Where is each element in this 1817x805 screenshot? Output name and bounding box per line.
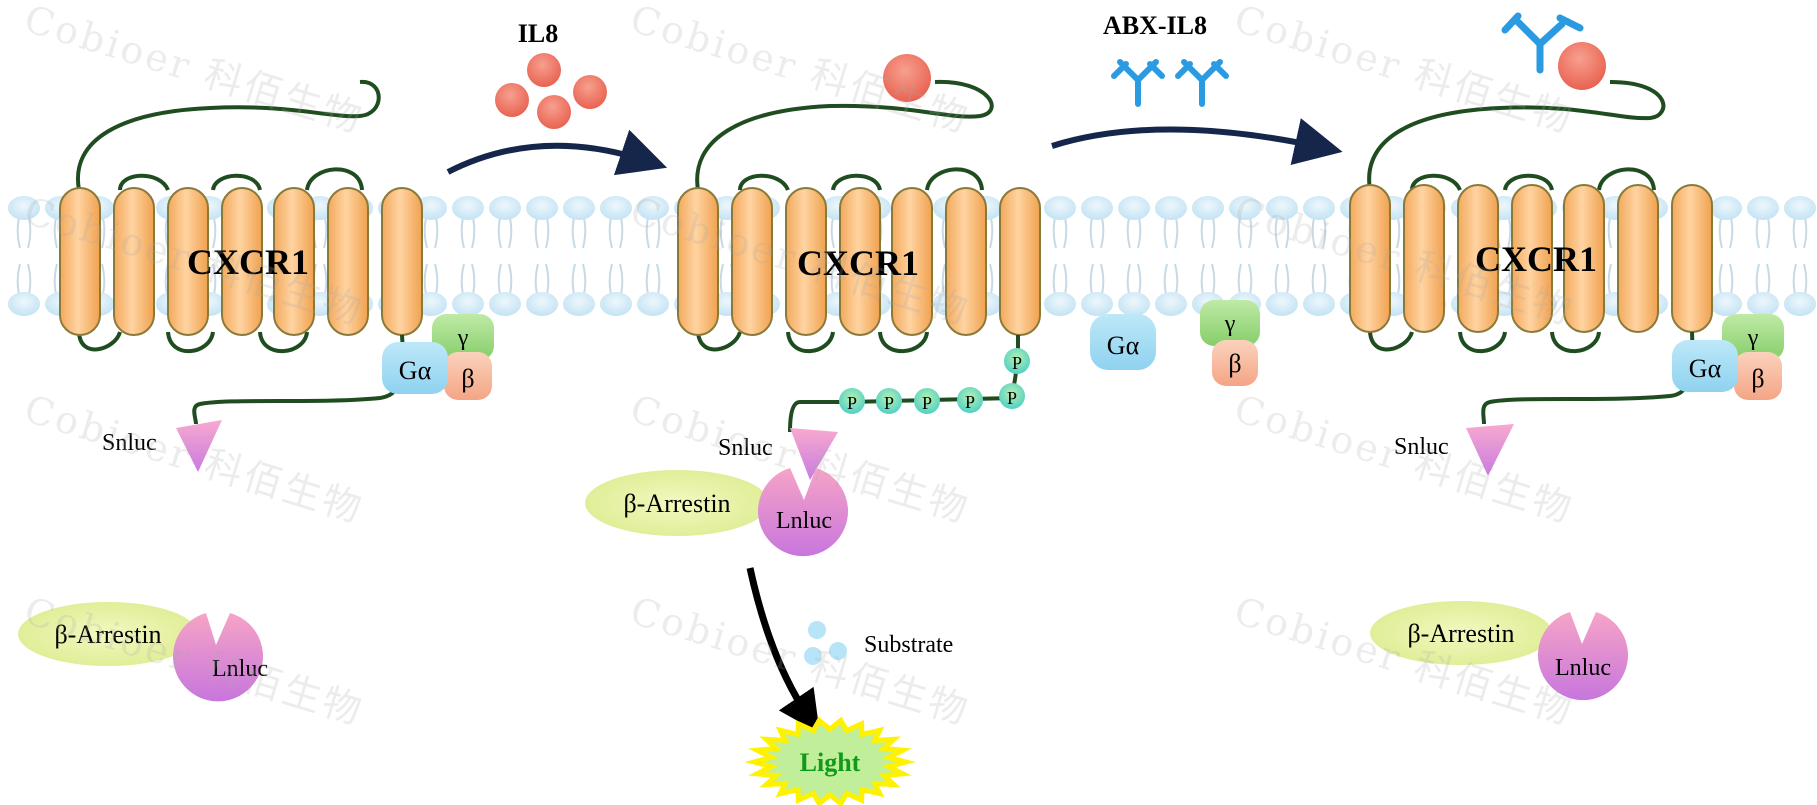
receptor-label: CXCR1 bbox=[1475, 239, 1597, 279]
substrate-label: Substrate bbox=[864, 632, 953, 658]
receptor-label: CXCR1 bbox=[797, 243, 919, 283]
antibody-label: ABX-IL8 bbox=[1103, 11, 1207, 40]
g-alpha bbox=[1672, 340, 1738, 392]
svg-text:γ: γ bbox=[457, 325, 469, 351]
receptor-label: CXCR1 bbox=[187, 242, 309, 282]
lnluc-free bbox=[173, 613, 263, 702]
g-protein-bound: γ β Gα bbox=[382, 314, 494, 400]
snluc-label: Snluc bbox=[718, 435, 773, 461]
svg-text:Lnluc: Lnluc bbox=[776, 508, 832, 534]
svg-text:P: P bbox=[965, 392, 975, 412]
receptor-loops bbox=[1367, 80, 1666, 354]
il8-neutralized bbox=[1558, 42, 1606, 90]
arrestin-free bbox=[1370, 601, 1552, 665]
arrow-il8 bbox=[446, 129, 668, 176]
il8-ligand bbox=[537, 95, 571, 129]
svg-text:P: P bbox=[922, 393, 932, 413]
svg-text:Gα: Gα bbox=[1107, 331, 1140, 360]
svg-text:Gα: Gα bbox=[399, 356, 432, 385]
watermark: Cobioer 科佰生物 bbox=[1229, 387, 1579, 532]
snluc-shape bbox=[790, 428, 838, 480]
receptor-loops bbox=[75, 79, 381, 354]
svg-text:β: β bbox=[1751, 364, 1764, 393]
svg-text:γ: γ bbox=[1747, 325, 1759, 351]
svg-text:Gα: Gα bbox=[1689, 354, 1722, 383]
snluc-label: Snluc bbox=[102, 430, 157, 456]
arrow-luminescence bbox=[746, 567, 820, 734]
light-label: Light bbox=[800, 748, 861, 777]
antibody-addition: ABX-IL8 bbox=[1051, 11, 1343, 166]
svg-text:P: P bbox=[1007, 388, 1017, 408]
il8-ligand bbox=[527, 53, 561, 87]
substrate: Substrate bbox=[804, 621, 953, 665]
snluc-shape bbox=[1466, 424, 1514, 476]
lnluc-recruited bbox=[758, 468, 848, 557]
antibody-bound-icon bbox=[1501, 12, 1584, 74]
watermark: Cobioer 科佰生物 bbox=[1229, 0, 1579, 142]
il8-ligand bbox=[573, 75, 607, 109]
watermark: Cobioer 科佰生物 bbox=[625, 589, 975, 734]
g-alpha bbox=[382, 342, 448, 394]
panel-activated-receptor: CXCR1 P P P P P P Snluc β-Arrestin Lnluc… bbox=[585, 54, 1041, 805]
g-gamma bbox=[1722, 314, 1784, 360]
g-beta bbox=[1212, 340, 1258, 386]
g-beta bbox=[444, 352, 492, 400]
svg-text:β-Arrestin: β-Arrestin bbox=[1407, 619, 1514, 648]
svg-text:γ: γ bbox=[1224, 311, 1236, 337]
receptor-helices bbox=[1349, 184, 1713, 333]
receptor-helices bbox=[677, 187, 1041, 336]
g-beta bbox=[1734, 352, 1782, 400]
panel-blocked-receptor: CXCR1 γ β Gα Snluc β-Arrestin Lnluc bbox=[1349, 12, 1784, 701]
g-gamma bbox=[432, 314, 494, 360]
g-gamma bbox=[1200, 300, 1260, 346]
phosphorylation-sites: P P P P P P bbox=[839, 348, 1030, 414]
lnluc-free bbox=[1538, 612, 1629, 701]
panel-resting-receptor: CXCR1 γ β Gα Snluc β-Arrestin Lnluc bbox=[18, 79, 494, 702]
svg-text:β: β bbox=[1228, 349, 1241, 378]
il8-addition: IL8 bbox=[446, 19, 668, 176]
watermark: Cobioer 科佰生物 bbox=[19, 0, 369, 142]
snluc-label: Snluc bbox=[1394, 434, 1449, 460]
arrestin-free bbox=[18, 602, 198, 666]
svg-text:Lnluc: Lnluc bbox=[1555, 655, 1611, 681]
receptor-loops bbox=[695, 79, 994, 354]
g-alpha bbox=[1090, 314, 1156, 370]
receptor-helices bbox=[59, 187, 423, 336]
svg-text:P: P bbox=[847, 393, 857, 413]
il8-label: IL8 bbox=[518, 19, 558, 48]
svg-text:P: P bbox=[1012, 353, 1022, 373]
g-protein-dissociated: Gα γ β bbox=[1090, 300, 1260, 386]
snluc-shape bbox=[176, 420, 222, 472]
svg-text:β: β bbox=[461, 364, 474, 393]
svg-text:Lnluc: Lnluc bbox=[212, 656, 268, 682]
il8-ligand bbox=[495, 83, 529, 117]
g-protein-bound: γ β Gα bbox=[1672, 314, 1784, 400]
svg-text:β-Arrestin: β-Arrestin bbox=[54, 620, 161, 649]
svg-text:P: P bbox=[884, 393, 894, 413]
il8-bound bbox=[883, 54, 931, 102]
antibody-icon bbox=[1111, 59, 1229, 107]
svg-text:β-Arrestin: β-Arrestin bbox=[623, 489, 730, 518]
arrestin-recruited bbox=[585, 470, 769, 536]
arrow-antibody bbox=[1051, 118, 1343, 166]
light-burst: Light bbox=[744, 716, 916, 805]
